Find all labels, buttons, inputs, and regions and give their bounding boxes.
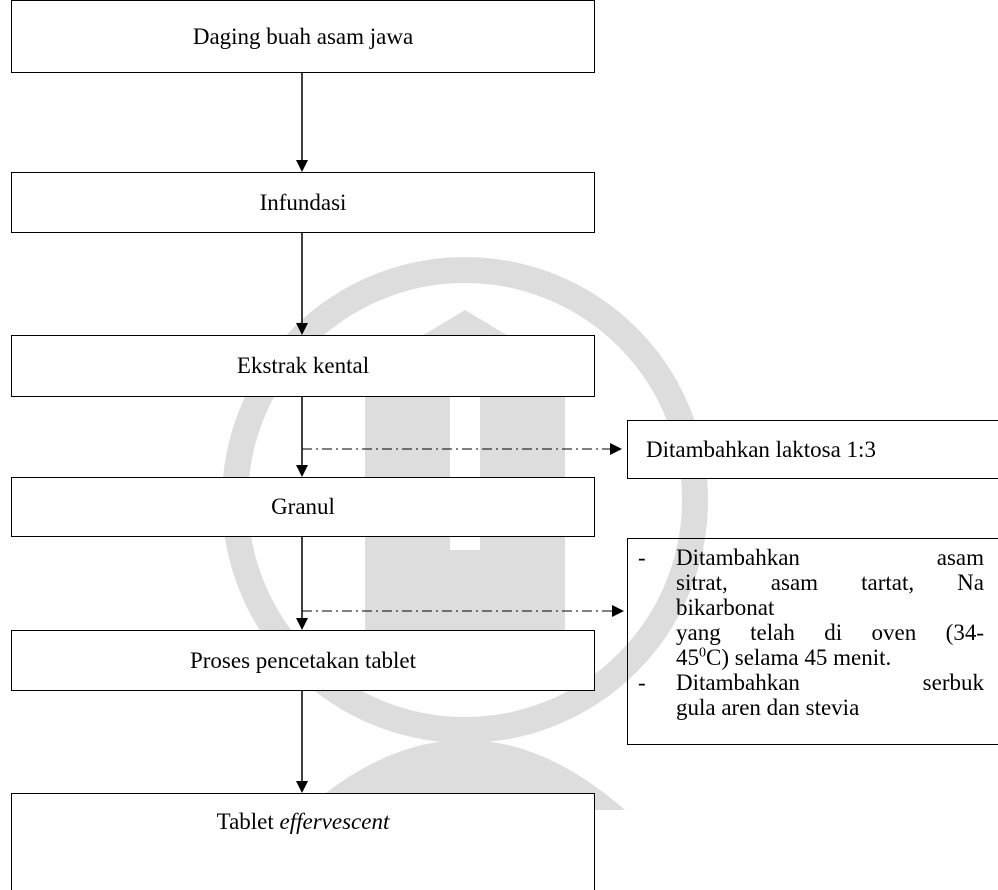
note-line: Ditambahkan serbuk [676,670,984,695]
note-label: Ditambahkan laktosa 1:3 [646,436,876,462]
step-label-emphasis: effervescent [279,809,390,834]
note-line: 450C) selama 45 menit. [676,645,892,670]
note-line: sitrat, asam tartat, Na [676,570,984,595]
step-label: Daging buah asam jawa [192,23,414,49]
step-pencetakan-tablet: Proses pencetakan tablet [11,630,595,691]
step-ekstrak-kental: Ekstrak kental [11,335,595,397]
note-item-acids: - Ditambahkan asam sitrat, asam tartat, … [638,545,984,670]
step-label: Infundasi [259,189,347,215]
note-line: gula aren dan stevia [676,695,860,720]
step-label: Ekstrak kental [236,353,370,378]
step-daging-buah: Daging buah asam jawa [11,0,595,73]
note-item-sweetener: - Ditambahkan serbuk gula aren dan stevi… [638,670,984,720]
bullet-dash: - [638,670,646,695]
bullet-dash: - [638,545,646,570]
note-line: yang telah di oven (34- [676,620,984,645]
step-label: Tablet effervescent [217,809,390,835]
step-label: Proses pencetakan tablet [189,647,417,673]
step-infundasi: Infundasi [11,172,595,233]
step-label-prefix: Tablet [216,809,274,834]
note-line: bikarbonat [676,595,775,620]
step-granul: Granul [11,477,595,537]
step-tablet-effervescent: Tablet effervescent [11,793,595,890]
note-additives: - Ditambahkan asam sitrat, asam tartat, … [627,538,998,745]
note-laktosa: Ditambahkan laktosa 1:3 [627,420,998,479]
step-label: Granul [271,494,335,519]
note-line: Ditambahkan asam [676,545,984,570]
university-seal-watermark [222,257,708,810]
